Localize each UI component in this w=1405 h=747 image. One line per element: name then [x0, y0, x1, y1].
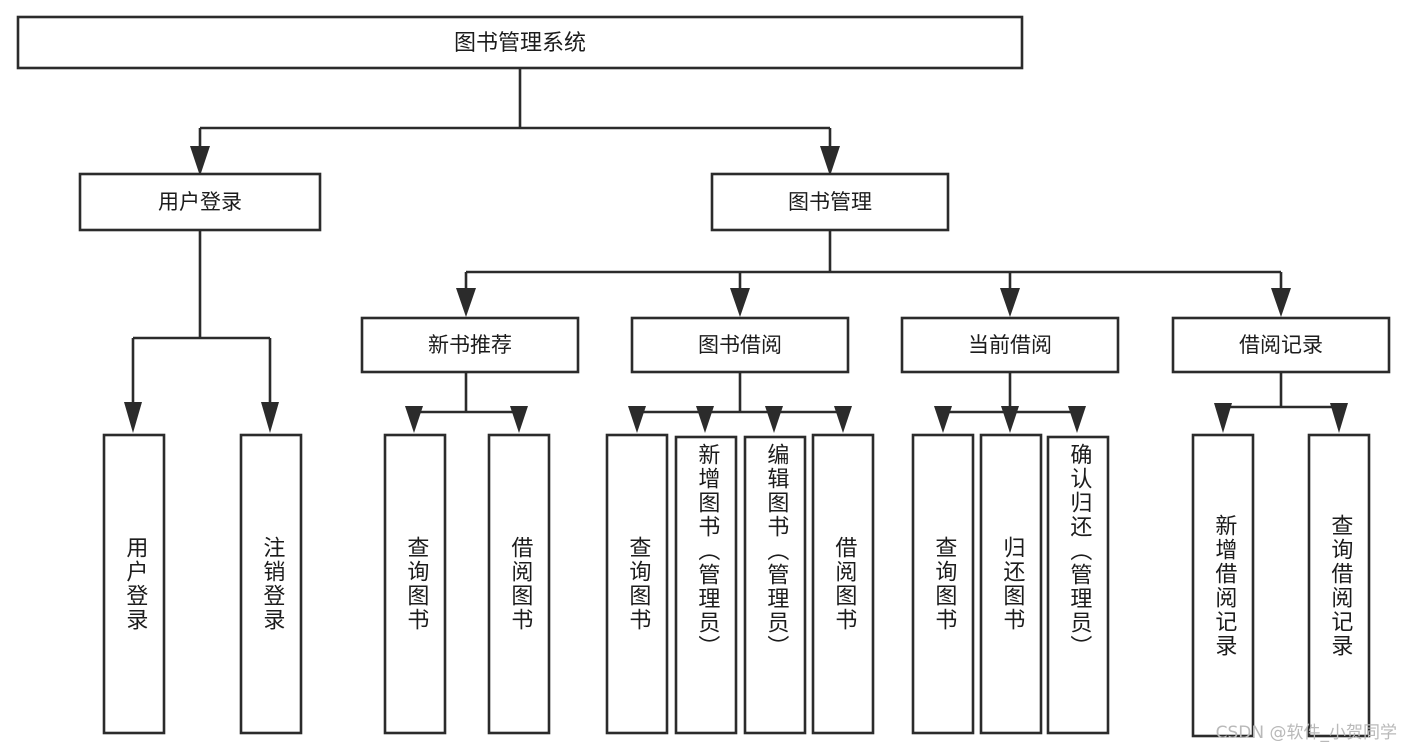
node-root[interactable]: 图书管理系统	[16, 15, 1024, 70]
leaf-box-bb-borrow-book[interactable]	[811, 433, 875, 735]
node-current-borrow-label: 当前借阅	[968, 333, 1052, 357]
node-user-login[interactable]: 用户登录	[78, 172, 322, 232]
node-current-borrow[interactable]: 当前借阅	[900, 316, 1120, 374]
connector-group-borrow-record	[1214, 372, 1348, 433]
node-book-mgmt[interactable]: 图书管理	[710, 172, 950, 232]
node-user-login-box[interactable]	[78, 172, 322, 232]
node-book-borrow[interactable]: 图书借阅	[630, 316, 850, 374]
leaf-box-nbr-query-book[interactable]	[383, 433, 447, 735]
connector-group-book-borrow	[628, 372, 852, 433]
connector-group-new-book-recommend	[405, 372, 528, 433]
node-new-book-recommend[interactable]: 新书推荐	[360, 316, 580, 374]
node-root-box[interactable]	[16, 15, 1024, 70]
leaf-box-cb-return-book[interactable]	[979, 433, 1043, 735]
leaf-boxes-current-borrow	[911, 433, 1110, 735]
arrow-head-book-borrow	[730, 288, 750, 317]
arrow-head-leaf-br-add	[1214, 403, 1232, 433]
arrow-head-new-book-recommend	[456, 288, 476, 317]
arrow-head-leaf-cb-query	[934, 406, 952, 433]
arrow-head-user-login	[190, 146, 210, 176]
connector-group-book-mgmt	[456, 230, 1291, 317]
arrow-head-borrow-record	[1271, 288, 1291, 317]
leaf-boxes-new-book-recommend	[383, 433, 551, 735]
arrow-head-leaf-nbr-query	[405, 406, 423, 433]
node-book-mgmt-box[interactable]	[710, 172, 950, 232]
leaf-box-bb-add-book-admin[interactable]	[674, 435, 738, 735]
node-borrow-record-label: 借阅记录	[1239, 333, 1323, 357]
leaf-box-logout[interactable]	[239, 433, 303, 735]
arrow-head-book-mgmt	[820, 146, 840, 176]
connector-group-user-login	[124, 230, 279, 433]
node-book-borrow-box[interactable]	[630, 316, 850, 374]
watermark-text: CSDN @软件_小贺同学	[1215, 723, 1397, 743]
leaf-box-user-login[interactable]	[102, 433, 166, 735]
leaf-box-bb-edit-book-admin[interactable]	[743, 435, 807, 735]
node-current-borrow-box[interactable]	[900, 316, 1120, 374]
leaf-box-cb-confirm-return-admin[interactable]	[1046, 435, 1110, 735]
node-borrow-record-box[interactable]	[1171, 316, 1391, 374]
node-book-borrow-label: 图书借阅	[698, 333, 782, 357]
arrow-head-leaf-cb-return	[1001, 406, 1019, 433]
node-book-mgmt-label: 图书管理	[788, 190, 872, 214]
arrow-head-leaf-nbr-borrow	[510, 406, 528, 433]
connector-group-root	[190, 68, 840, 176]
connector-group-current-borrow	[934, 372, 1086, 433]
arrow-head-current-borrow	[1000, 288, 1020, 317]
arrow-head-leaf-br-query	[1330, 403, 1348, 433]
node-new-book-recommend-label: 新书推荐	[428, 333, 512, 357]
leaf-box-bb-query-book[interactable]	[605, 433, 669, 735]
leaf-box-br-add-record[interactable]	[1191, 433, 1255, 738]
arrow-head-leaf-user-login	[124, 402, 142, 433]
leaf-box-nbr-borrow-book[interactable]	[487, 433, 551, 735]
leaf-box-cb-query-book[interactable]	[911, 433, 975, 735]
leaf-box-br-query-record[interactable]	[1307, 433, 1371, 738]
leaf-boxes-user-login	[102, 433, 303, 735]
arrow-head-leaf-bb-edit	[765, 406, 783, 433]
node-new-book-recommend-box[interactable]	[360, 316, 580, 374]
node-user-login-label: 用户登录	[158, 190, 242, 214]
leaf-boxes-borrow-record	[1191, 433, 1371, 738]
arrow-head-leaf-bb-borrow	[834, 406, 852, 433]
arrow-head-leaf-logout	[261, 402, 279, 433]
arrow-head-leaf-cb-confirm	[1068, 406, 1086, 433]
node-root-label: 图书管理系统	[454, 31, 586, 56]
leaf-boxes-book-borrow	[605, 433, 875, 735]
arrow-head-leaf-bb-add	[696, 406, 714, 433]
arrow-head-leaf-bb-query	[628, 406, 646, 433]
node-borrow-record[interactable]: 借阅记录	[1171, 316, 1391, 374]
